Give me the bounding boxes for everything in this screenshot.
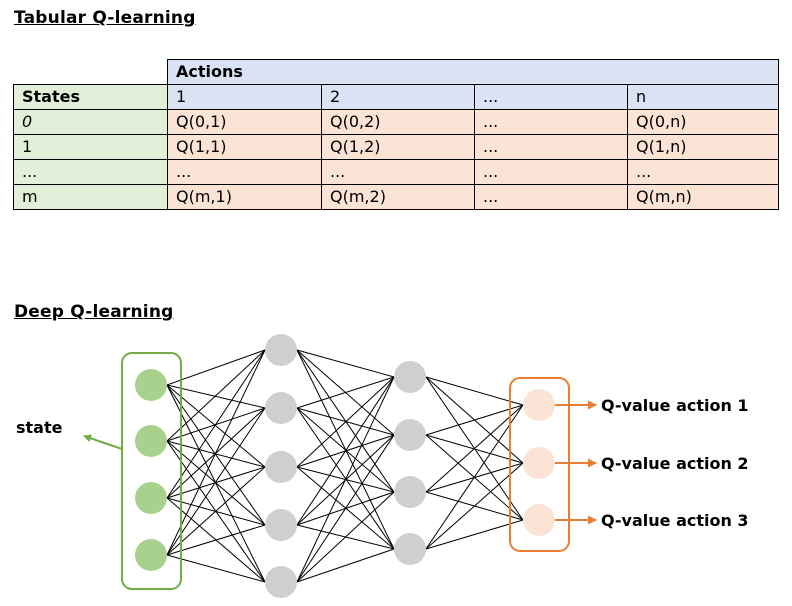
q-value-cell: ... bbox=[627, 159, 779, 185]
q-value-cell: Q(m,1) bbox=[167, 184, 322, 210]
q-value-cell: Q(1,1) bbox=[167, 134, 322, 160]
q-value-cell: ... bbox=[474, 109, 628, 135]
action-column-header: n bbox=[627, 84, 779, 110]
hidden-1-neuron bbox=[265, 566, 297, 598]
table-row: ... ... ... ... ... bbox=[13, 159, 779, 185]
connection-line bbox=[296, 548, 395, 583]
state-cell: 0 bbox=[13, 109, 168, 135]
output-labels: Q-value action 1 Q-value action 2 Q-value … bbox=[555, 396, 749, 530]
connection-line bbox=[296, 376, 395, 526]
hidden-2-neuron bbox=[394, 419, 426, 451]
connection-line bbox=[166, 466, 266, 556]
states-header: States bbox=[13, 84, 168, 110]
connection-line bbox=[425, 404, 524, 436]
connection-line bbox=[166, 554, 266, 583]
action-column-header: 2 bbox=[321, 84, 475, 110]
deep-q-learning-title: Deep Q-learning bbox=[14, 302, 174, 322]
connection-line bbox=[296, 407, 395, 493]
q-value-cell: ... bbox=[321, 159, 475, 185]
connection-line bbox=[296, 349, 395, 378]
q-value-cell: ... bbox=[167, 159, 322, 185]
output-neuron bbox=[523, 504, 555, 536]
state-label: state bbox=[16, 418, 63, 437]
connection-line bbox=[296, 376, 395, 409]
q-value-cell: Q(m,n) bbox=[627, 184, 779, 210]
q-value-cell: ... bbox=[474, 134, 628, 160]
input-neuron bbox=[135, 482, 167, 514]
connection-line bbox=[425, 519, 524, 550]
connection-line bbox=[296, 434, 395, 583]
hidden-2-neuron bbox=[394, 533, 426, 565]
input-neuron bbox=[135, 369, 167, 401]
connection-line bbox=[166, 349, 266, 442]
output-neuron bbox=[523, 389, 555, 421]
connection-line bbox=[166, 384, 266, 409]
connection-line bbox=[425, 404, 524, 550]
state-cell: 1 bbox=[13, 134, 168, 160]
connection-line bbox=[166, 524, 266, 556]
q-value-output-label: Q-value action 1 bbox=[601, 396, 749, 415]
q-value-output-label: Q-value action 2 bbox=[601, 454, 749, 473]
q-value-cell: Q(0,1) bbox=[167, 109, 322, 135]
hidden-2-neuron bbox=[394, 476, 426, 508]
connection-line bbox=[425, 376, 524, 406]
connection-line bbox=[166, 384, 266, 526]
table-row: 0 Q(0,1) Q(0,2) ... Q(0,n) bbox=[13, 109, 779, 135]
connections bbox=[166, 349, 524, 583]
table-row: 1 Q(1,1) Q(1,2) ... Q(1,n) bbox=[13, 134, 779, 160]
state-arrow bbox=[83, 434, 123, 450]
q-value-output-label: Q-value action 3 bbox=[601, 511, 749, 530]
q-value-cell: Q(0,n) bbox=[627, 109, 779, 135]
state-cell: ... bbox=[13, 159, 168, 185]
tabular-q-learning-title: Tabular Q-learning bbox=[14, 8, 196, 28]
hidden-1-neuron bbox=[265, 392, 297, 424]
q-value-cell: Q(0,2) bbox=[321, 109, 475, 135]
connection-line bbox=[166, 349, 266, 499]
q-value-cell: ... bbox=[474, 184, 628, 210]
neurons bbox=[135, 334, 555, 598]
output-neuron bbox=[523, 447, 555, 479]
state-cell: m bbox=[13, 184, 168, 210]
connection-line bbox=[166, 440, 266, 468]
connection-line bbox=[296, 491, 395, 583]
hidden-1-neuron bbox=[265, 509, 297, 541]
q-value-cell: Q(m,2) bbox=[321, 184, 475, 210]
input-neuron bbox=[135, 425, 167, 457]
action-column-header: 1 bbox=[167, 84, 322, 110]
connection-line bbox=[166, 466, 266, 499]
connection-line bbox=[166, 407, 266, 556]
connection-line bbox=[166, 384, 266, 468]
connection-line bbox=[296, 376, 395, 468]
output-layer-box bbox=[509, 377, 570, 552]
connection-line bbox=[166, 349, 266, 386]
connection-line bbox=[166, 349, 266, 556]
hidden-1-neuron bbox=[265, 451, 297, 483]
input-neuron bbox=[135, 539, 167, 571]
connection-line bbox=[425, 404, 524, 493]
connection-line bbox=[296, 376, 395, 583]
table-row: m Q(m,1) Q(m,2) ... Q(m,n) bbox=[13, 184, 779, 210]
q-table: Actions States 1 2 ... n 0 Q(0,1) Q(0,2)… bbox=[13, 59, 779, 210]
hidden-2-neuron bbox=[394, 361, 426, 393]
q-value-cell: ... bbox=[474, 159, 628, 185]
q-value-cell: Q(1,2) bbox=[321, 134, 475, 160]
connection-line bbox=[425, 462, 524, 550]
input-layer-box bbox=[121, 352, 182, 590]
hidden-1-neuron bbox=[265, 334, 297, 366]
